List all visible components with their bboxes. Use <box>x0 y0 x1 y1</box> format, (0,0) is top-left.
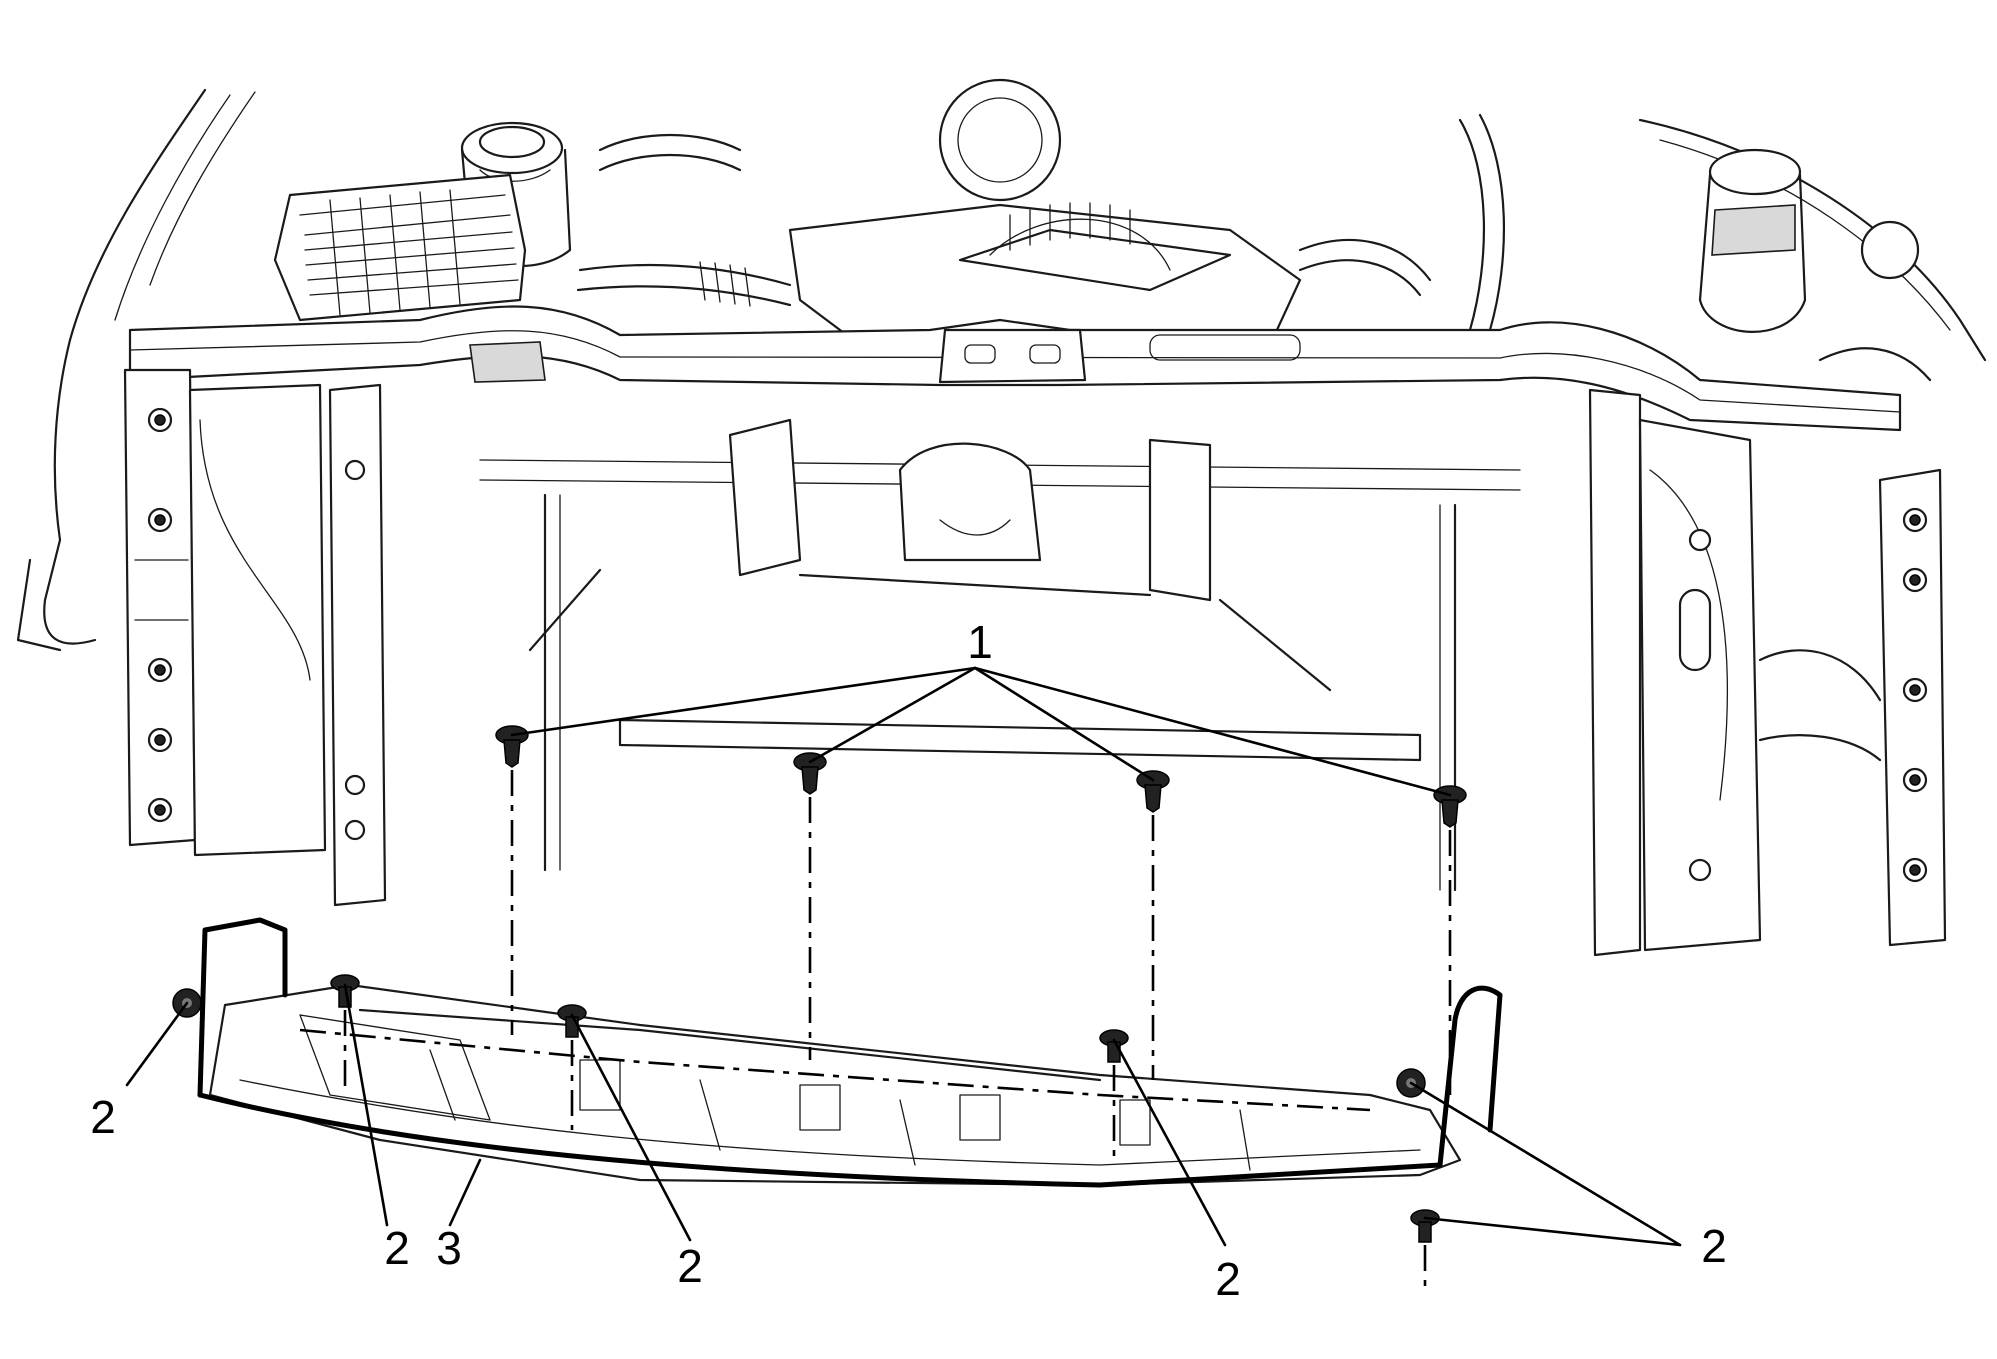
upper-tie-bar <box>128 305 1902 432</box>
bolts <box>172 974 1440 1290</box>
push-pin-retainer-icon <box>793 752 827 795</box>
callout-2-bolt-a: 2 <box>384 1222 410 1274</box>
air-deflector <box>197 917 1503 1188</box>
push-pin-retainer-icon <box>1433 785 1467 828</box>
radiator <box>479 418 1521 892</box>
left-fender <box>43 88 207 645</box>
callout-leaders <box>125 666 1682 1247</box>
callout-2-left: 2 <box>90 1091 116 1143</box>
callout-labels: 1 2 2 3 2 2 2 <box>90 616 1727 1305</box>
coolant-reservoir <box>460 121 572 268</box>
push-pin-retainers <box>495 725 1467 1095</box>
callout-2-bolt-b: 2 <box>677 1240 703 1292</box>
left-support <box>123 368 387 907</box>
bolt-icon <box>1410 1209 1440 1243</box>
fluid-reservoir <box>1698 148 1932 382</box>
hoses <box>576 113 1506 332</box>
right-support <box>1588 388 1947 957</box>
engine-cover <box>788 78 1302 347</box>
right-fender <box>1638 118 1987 362</box>
deflector-outline <box>197 1092 1443 1188</box>
callout-3: 3 <box>436 1222 462 1274</box>
air-box <box>273 173 527 322</box>
callout-2-bolt-c: 2 <box>1215 1253 1241 1305</box>
callout-1: 1 <box>967 616 993 668</box>
push-pin-retainer-icon <box>1136 770 1170 813</box>
callout-2-right: 2 <box>1701 1220 1727 1272</box>
engine-bay <box>16 78 1987 957</box>
